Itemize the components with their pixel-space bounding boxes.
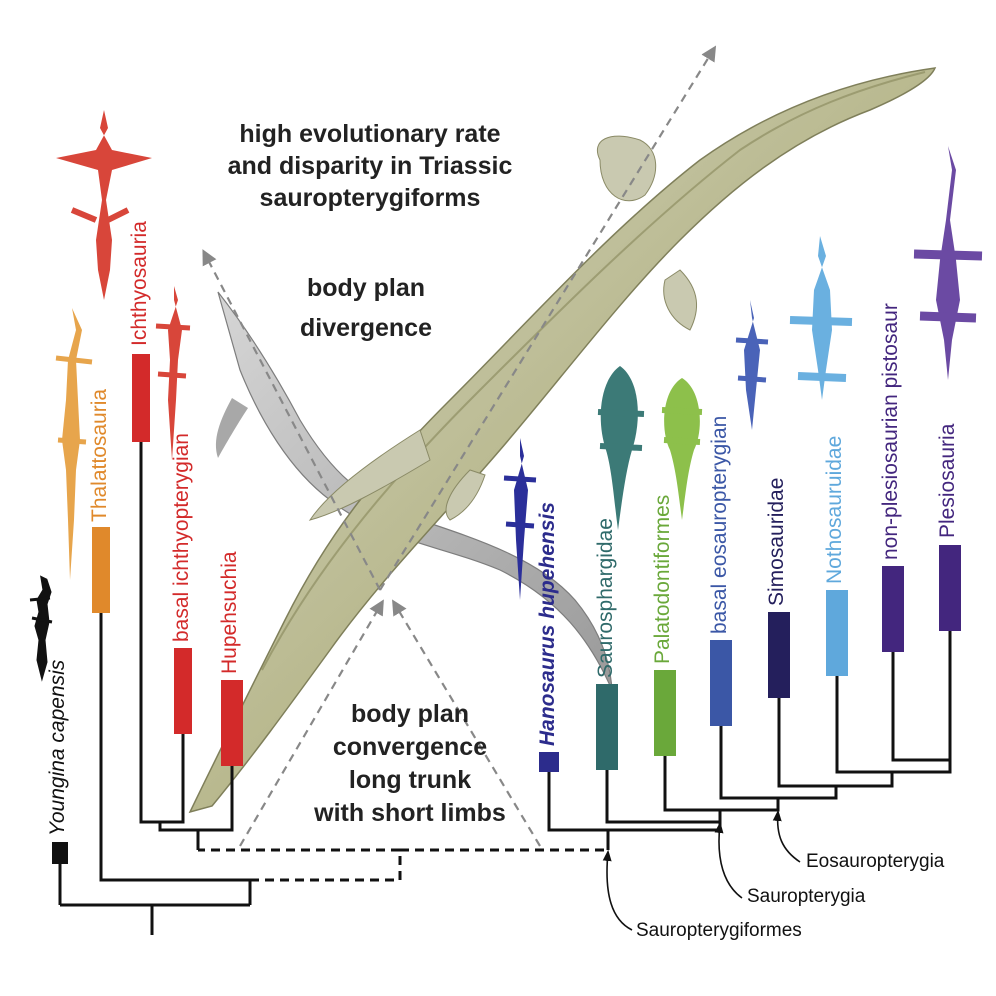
label-non-plesiosaurian-pistosaur: non-plesiosaurian pistosaur [879, 303, 902, 560]
clade-sauropterygia: Sauropterygia [747, 886, 866, 907]
convergence-line2: convergence [332, 733, 488, 761]
bar-plesiosauria [939, 545, 961, 631]
divergence-line2: divergence [299, 314, 432, 342]
convergence-line3: long trunk [348, 766, 472, 794]
label-hupehsuchia: Hupehsuchia [218, 551, 241, 674]
clade-sauropterygiformes: Sauropterygiformes [636, 920, 802, 941]
basal-eosauropterygian-silhouette [744, 300, 760, 430]
bar-non-plesiosaurian-pistosaur [882, 566, 904, 652]
convergence-label: body plan convergence long trunk with sh… [280, 698, 540, 830]
bar-basal-eosauropterygian [710, 640, 732, 726]
headline-line1: high evolutionary rate [239, 120, 501, 148]
convergence-line4: with short limbs [314, 799, 506, 827]
label-plesiosauria: Plesiosauria [936, 423, 959, 538]
label-basal-eosauropterygian: basal eosauropterygian [708, 415, 731, 634]
label-basal-ichthyopterygian: basal ichthyopterygian [170, 433, 193, 642]
convergence-arrows [239, 599, 541, 847]
divergence-arrows [202, 45, 717, 591]
convergence-line1: body plan [350, 700, 470, 728]
headline-line2: and disparity in Triassic [227, 152, 513, 180]
ichthyosaur-silhouette [56, 110, 152, 300]
bar-thalattosauria [92, 527, 110, 613]
label-nothosauruidae: Nothosauruidae [823, 435, 846, 584]
label-ichthyosauria: Ichthyosauria [128, 221, 151, 346]
label-palatodontiformes: Palatodontiformes [651, 494, 674, 664]
bar-simosauridae [768, 612, 790, 698]
divergence-line1: body plan [306, 274, 426, 302]
clade-pointers [602, 809, 801, 931]
clade-eosauropterygia: Eosauropterygia [806, 851, 945, 872]
label-simosauridae: Simosauridae [765, 477, 788, 606]
taxon-bars [52, 354, 961, 864]
label-youngina: Youngina capensis [46, 659, 69, 836]
thalattosaur-silhouette [62, 308, 82, 580]
main-reptile-illustration [188, 67, 937, 814]
label-thalattosauria: Thalattosauria [88, 388, 111, 522]
plesiosaur-silhouette [936, 146, 960, 380]
bar-basal-ichthyopterygian [174, 648, 192, 734]
bar-nothosauruidae [826, 590, 848, 676]
bar-hupehsuchia [221, 680, 243, 766]
headline: high evolutionary rate and disparity in … [180, 118, 560, 214]
bar-ichthyosauria [132, 354, 150, 442]
youngina-silhouette [29, 575, 53, 682]
dashed-stem [198, 848, 608, 882]
bar-hanosaurus [539, 752, 559, 772]
divergence-label: body plan divergence [276, 268, 456, 348]
label-saurosphargidae: Saurosphargidae [594, 518, 617, 678]
headline-line3: sauropterygiforms [259, 184, 481, 212]
taxon-silhouettes [29, 110, 983, 682]
bar-youngina [52, 842, 68, 864]
bar-palatodontiformes [654, 670, 676, 756]
bar-saurosphargidae [596, 684, 618, 770]
label-hanosaurus: Hanosaurus hupehensis [536, 502, 559, 746]
